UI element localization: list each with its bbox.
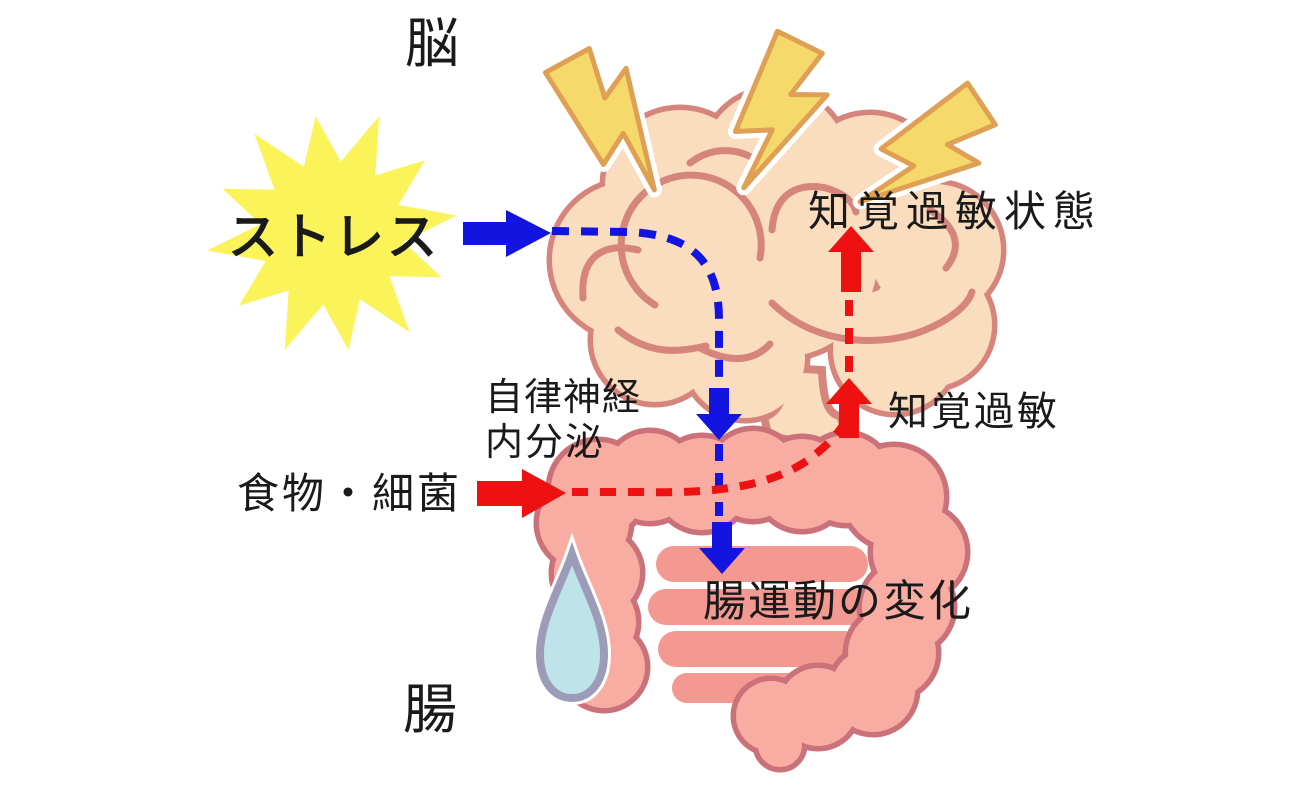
- lightning-bolt-icon-left: [537, 41, 662, 198]
- hypersensitivity-label: 知覚過敏: [888, 389, 1060, 435]
- brain-gyri-lines: [579, 147, 976, 363]
- stress-burst-icon: [207, 116, 457, 350]
- red-up-arrow-lower: [826, 378, 872, 438]
- gut-to-brain-pathway: [572, 226, 874, 497]
- blue-dashed-path-upper: [551, 227, 723, 382]
- stress-to-brain-arrow: [463, 210, 551, 257]
- brain-to-gut-pathway: [551, 227, 745, 574]
- hypersensitive-state-label: 知覚過敏状態: [808, 187, 1102, 236]
- endocrine-label: 内分泌: [485, 420, 605, 464]
- stress-label: ストレス: [228, 208, 440, 266]
- blue-down-arrow-upper: [696, 388, 742, 440]
- gut-motility-label: 腸運動の変化: [703, 577, 973, 627]
- small-intestine-illustration: [648, 546, 872, 703]
- gut-title: 腸: [403, 678, 457, 741]
- blue-down-arrow-lower: [699, 522, 745, 574]
- food-bacteria-label: 食物・細菌: [237, 469, 462, 518]
- food-to-gut-arrow: [477, 469, 566, 518]
- lightning-bolt-icon-right: [852, 75, 1003, 210]
- autonomic-nerve-label: 自律神経: [485, 375, 641, 419]
- brain-title: 脳: [405, 12, 459, 75]
- red-up-arrow-upper: [828, 226, 874, 292]
- sweat-drop-icon: [532, 532, 612, 706]
- lightning-bolt-icon-middle: [727, 23, 835, 196]
